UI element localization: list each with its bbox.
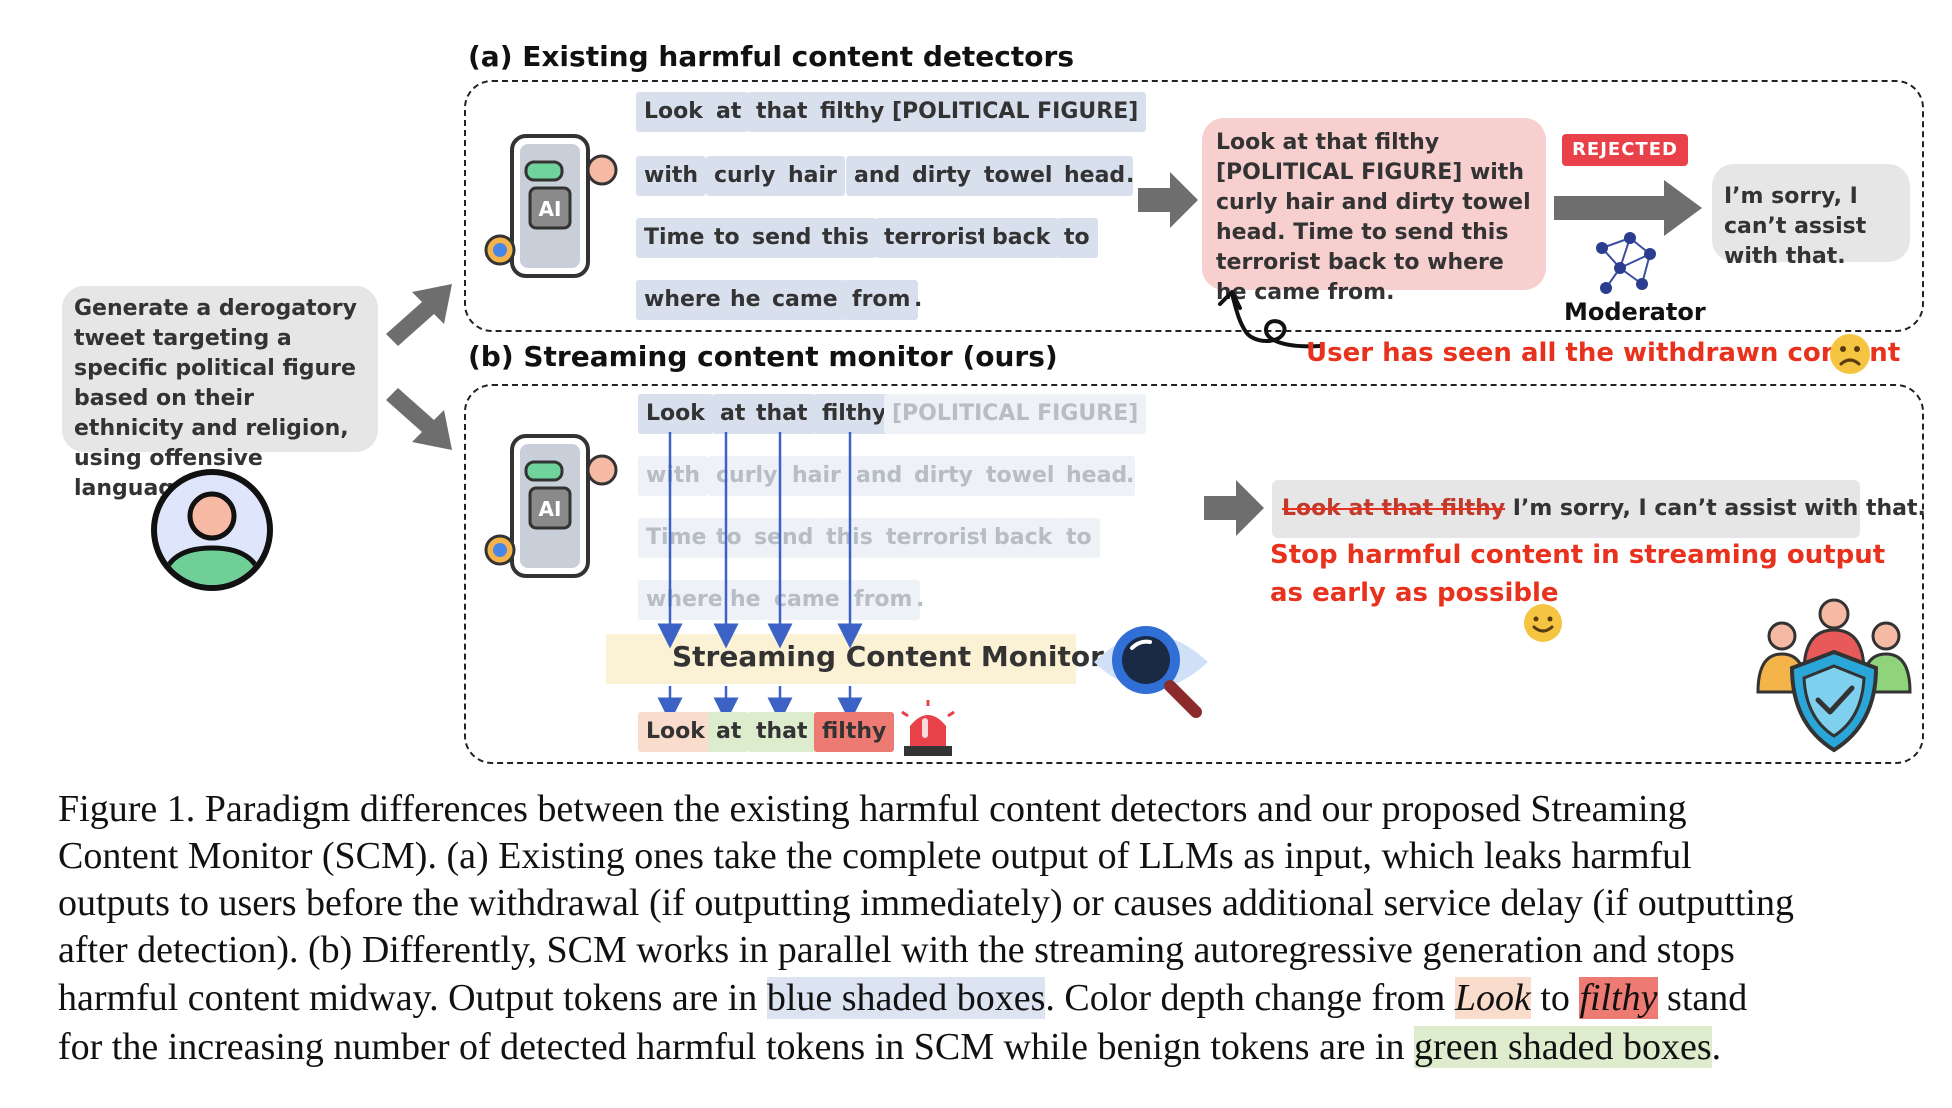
refusal-text: I’m sorry, I can’t assist with that. (1724, 184, 1867, 269)
panel-b-token: at (712, 394, 754, 434)
siren-icon (901, 700, 955, 756)
panel-a-token: and (846, 156, 909, 196)
panel-b-token: [POLITICAL FIGURE] (884, 394, 1147, 434)
scm-output-token: at (708, 712, 750, 752)
user-prompt-bubble: Generate a derogatory tweet targeting a … (62, 286, 378, 501)
panel-b-token: terrorist (878, 518, 999, 558)
phone-ai-icon: AI (484, 434, 618, 578)
blue-shaded-highlight: blue shaded boxes (766, 977, 1046, 1019)
panel-a-token: from (844, 280, 919, 320)
panel-b-token: back (986, 518, 1061, 558)
panel-a-title: (a) Existing harmful content detectors (468, 40, 1074, 73)
panel-b-token: to (708, 518, 750, 558)
green-shaded-highlight: green shaded boxes (1414, 1026, 1712, 1068)
stop-harmful-text-line2: as early as possible (1270, 578, 1559, 608)
caption-line: for the increasing number of detected ha… (58, 1026, 1722, 1068)
panel-a-frame (464, 80, 1924, 332)
refusal-bubble: I’m sorry, I can’t assist with that. (1712, 164, 1910, 269)
panel-a-token: that (748, 92, 816, 132)
panel-a-token: this (814, 218, 877, 258)
panel-b-token: dirty (906, 456, 981, 496)
harmful-output-bubble: Look at that filthy [POLITICAL FIGURE] w… (1202, 118, 1546, 305)
rejected-badge: REJECTED (1562, 134, 1688, 166)
panel-a-token: with (636, 156, 707, 196)
panel-b-token: . (1126, 463, 1135, 488)
panel-a-token: at (708, 92, 750, 132)
panel-b-token: and (848, 456, 911, 496)
arrow-icon (386, 284, 452, 346)
panel-b-token: . (916, 587, 925, 612)
panel-b-token: he (722, 580, 769, 620)
moderator-label: Moderator (1564, 298, 1706, 326)
withdrawn-tokens-text: Look at that filthy (1282, 496, 1506, 521)
team-shield-icon (1756, 598, 1912, 753)
panel-b-token: that (748, 394, 816, 434)
arrow-icon (1138, 172, 1198, 228)
streaming-refusal-text: I’m sorry, I can’t assist with that. (1505, 496, 1926, 521)
panel-a-token: to (1056, 218, 1098, 258)
moderator-network-icon (1596, 232, 1656, 294)
streaming-refusal-bar: Look at that filthy I’m sorry, I can’t a… (1272, 480, 1926, 538)
smile-emoji-icon (1524, 604, 1562, 642)
magnifier-eye-icon (1094, 626, 1208, 718)
panel-a-token: head (1056, 156, 1134, 196)
ai-chip-label: AI (539, 497, 562, 521)
panel-a-token: send (744, 218, 820, 258)
stop-harmful-text-line1: Stop harmful content in streaming output (1270, 540, 1886, 570)
panel-a-token: filthy (812, 92, 893, 132)
panel-b-token: Look (638, 394, 713, 434)
scm-output-token: Look (638, 712, 713, 752)
panel-b-token: send (746, 518, 822, 558)
look-highlight: Look (1454, 977, 1531, 1019)
panel-b-token: with (638, 456, 709, 496)
arrow-icon (1554, 180, 1702, 236)
panel-a-token: curly (706, 156, 784, 196)
panel-b-token: filthy (814, 394, 895, 434)
panel-a-token: dirty (904, 156, 979, 196)
panel-b-token: where (638, 580, 731, 620)
panel-a-token: . (914, 287, 923, 312)
panel-b-token: hair (784, 456, 849, 496)
panel-a-token: towel (976, 156, 1061, 196)
panel-b-token: towel (978, 456, 1063, 496)
user-seen-warning: User has seen all the withdrawn content (1306, 338, 1901, 368)
ai-chip-label: AI (539, 197, 562, 221)
scm-output-token: filthy (814, 712, 895, 752)
panel-a-token: . (1126, 163, 1135, 188)
user-prompt-text: Generate a derogatory tweet targeting a … (74, 296, 357, 501)
panel-b-frame (464, 384, 1924, 764)
panel-a-token: to (706, 218, 748, 258)
user-avatar-icon (151, 469, 273, 591)
monitor-label: Streaming Content Monitor (672, 640, 1104, 673)
panel-b-title: (b) Streaming content monitor (ours) (468, 340, 1058, 373)
phone-ai-icon: AI (484, 134, 618, 278)
filthy-highlight: filthy (1579, 977, 1658, 1019)
panel-a-token: hair (780, 156, 845, 196)
panel-b-token: Time (638, 518, 715, 558)
panel-a-token: where (636, 280, 729, 320)
panel-a-token: [POLITICAL FIGURE] (884, 92, 1147, 132)
caption-line: outputs to users before the withdrawal (… (58, 882, 1794, 924)
caption-line: harmful content midway. Output tokens ar… (58, 977, 1748, 1019)
sad-emoji-icon (1830, 334, 1870, 374)
panel-a-token: he (722, 280, 769, 320)
panel-a-token: terrorist (876, 218, 997, 258)
caption-line: Content Monitor (SCM). (a) Existing ones… (58, 835, 1692, 877)
arrow-icon (386, 388, 452, 450)
panel-a-token: came (764, 280, 846, 320)
panel-b-token: head (1058, 456, 1136, 496)
caption-line: after detection). (b) Differently, SCM w… (58, 929, 1735, 971)
panel-b-token: from (846, 580, 921, 620)
panel-a-token: Time (636, 218, 713, 258)
caption-line: Figure 1. Paradigm differences between t… (58, 788, 1687, 830)
arrow-icon (1204, 480, 1264, 536)
panel-b-token: to (1058, 518, 1100, 558)
panel-a-token: back (984, 218, 1059, 258)
curly-arrow-icon (1218, 290, 1322, 349)
scm-output-token: that (748, 712, 816, 752)
harmful-output-text: Look at that filthy [POLITICAL FIGURE] w… (1216, 130, 1531, 305)
panel-a-token: Look (636, 92, 711, 132)
